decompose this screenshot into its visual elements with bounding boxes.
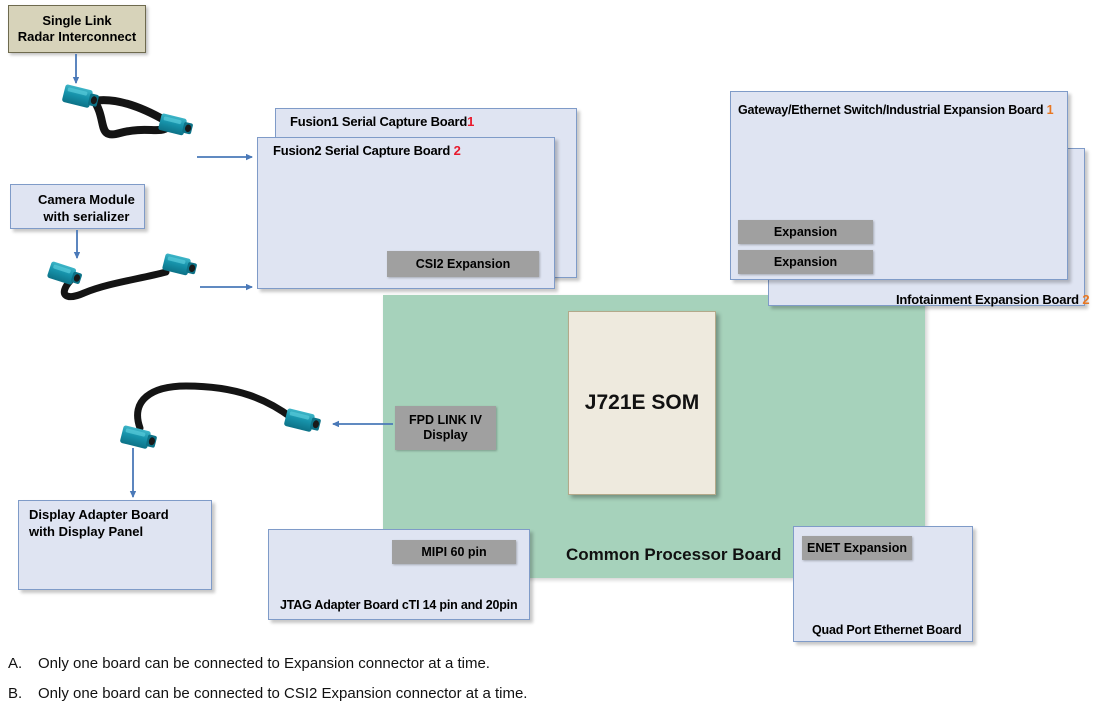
display-cable-icon bbox=[134, 382, 296, 432]
fusion1-serial-capture-board-label: Fusion1 Serial Capture Board1 bbox=[290, 114, 474, 129]
fusion2-label-text: Fusion2 Serial Capture Board bbox=[273, 143, 451, 158]
infotainment-label-text: Infotainment Expansion Board bbox=[896, 292, 1079, 307]
fusion1-badge: 1 bbox=[467, 114, 475, 129]
fpd-link-iv-display-label: FPD LINK IV Display bbox=[409, 413, 482, 442]
note-row: A. Only one board can be connected to Ex… bbox=[0, 655, 1100, 685]
jtag-adapter-board-label: JTAG Adapter Board cTI 14 pin and 20pin bbox=[280, 598, 518, 612]
infotainment-expansion-board-label: Infotainment Expansion Board 2 bbox=[896, 292, 1090, 307]
fusion2-serial-capture-board-label: Fusion2 Serial Capture Board 2 bbox=[273, 143, 461, 158]
fakra-connector-camera-right-icon bbox=[162, 253, 197, 276]
single-link-radar-interconnect-label: Single Link Radar Interconnect bbox=[17, 12, 137, 44]
csi2-expansion-connector: CSI2 Expansion bbox=[387, 251, 539, 277]
expansion-connector-2: Expansion bbox=[738, 250, 873, 274]
fakra-connector-camera-left-icon bbox=[47, 261, 82, 285]
note-text: Only one board can be connected to CSI2 … bbox=[38, 685, 528, 702]
note-text: Only one board can be connected to Expan… bbox=[38, 655, 490, 672]
fakra-connector-radar-right-icon bbox=[158, 113, 193, 136]
fakra-connector-radar-left-icon bbox=[62, 84, 99, 108]
csi2-expansion-label: CSI2 Expansion bbox=[415, 256, 511, 271]
gateway-board-label: Gateway/Ethernet Switch/Industrial Expan… bbox=[738, 103, 1054, 117]
camera-module-box bbox=[10, 184, 145, 229]
j721e-som-label: J721E SOM bbox=[584, 391, 700, 414]
expansion-connector-1-label: Expansion bbox=[773, 224, 838, 239]
common-processor-board-label: Common Processor Board bbox=[566, 545, 782, 564]
gateway-label-text: Gateway/Ethernet Switch/Industrial Expan… bbox=[738, 103, 1044, 117]
single-link-radar-interconnect-box: Single Link Radar Interconnect bbox=[8, 5, 146, 53]
fusion1-label-text: Fusion1 Serial Capture Board bbox=[290, 114, 468, 129]
quad-port-ethernet-board-label: Quad Port Ethernet Board bbox=[812, 623, 962, 637]
fakra-connector-display-right-icon bbox=[284, 408, 321, 432]
camera-cable-icon bbox=[60, 268, 170, 300]
display-adapter-board-box bbox=[18, 500, 212, 590]
note-key: B. bbox=[8, 685, 23, 702]
fusion2-badge: 2 bbox=[453, 143, 461, 158]
camera-module-label: Camera Module with serializer bbox=[38, 192, 135, 224]
footer-notes: A. Only one board can be connected to Ex… bbox=[0, 655, 1100, 714]
note-key: A. bbox=[8, 655, 23, 672]
infotainment-badge: 2 bbox=[1082, 292, 1090, 307]
radar-interconnect-cable-icon bbox=[89, 95, 172, 139]
expansion-connector-1: Expansion bbox=[738, 220, 873, 244]
note-row: B. Only one board can be connected to CS… bbox=[0, 685, 1100, 714]
expansion-connector-2-label: Expansion bbox=[773, 254, 838, 269]
gateway-ethernet-switch-industrial-expansion-board bbox=[730, 91, 1068, 280]
mipi-60-pin-label: MIPI 60 pin bbox=[421, 544, 487, 559]
display-adapter-board-label: Display Adapter Board with Display Panel bbox=[29, 507, 169, 539]
mipi-60-pin-connector: MIPI 60 pin bbox=[392, 540, 516, 564]
enet-expansion-label: ENET Expansion bbox=[806, 540, 908, 555]
gateway-badge: 1 bbox=[1046, 103, 1054, 117]
j721e-som: J721E SOM bbox=[568, 311, 716, 495]
fakra-connector-display-left-icon bbox=[120, 425, 157, 449]
enet-expansion-connector: ENET Expansion bbox=[802, 536, 912, 560]
fpd-link-iv-display-connector: FPD LINK IV Display bbox=[395, 406, 496, 450]
